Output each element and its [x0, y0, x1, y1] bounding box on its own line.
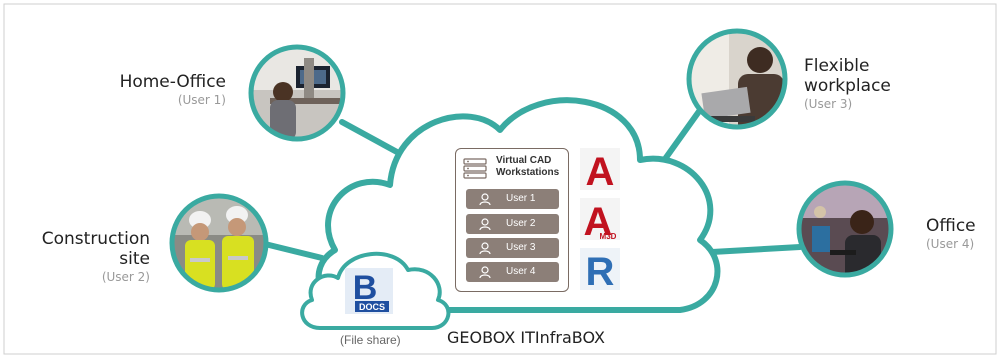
home-office-label: Home-Office (User 1)	[110, 72, 226, 108]
construction-label: Construction site (User 2)	[30, 229, 150, 285]
flexible-title-line2: workplace	[804, 76, 891, 96]
home-office-photo	[248, 44, 346, 142]
office-photo	[796, 180, 894, 278]
user-icon	[479, 242, 491, 255]
construction-user: (User 2)	[101, 270, 150, 284]
flexible-workplace-photo	[686, 28, 788, 130]
panel-title-line1: Virtual CAD	[496, 155, 552, 166]
revit-icon: R	[580, 248, 620, 290]
home-office-title: Home-Office	[119, 72, 226, 92]
panel-title-line2: Workstations	[496, 167, 560, 178]
construction-title-line1: Construction	[41, 229, 150, 249]
panel-title: Virtual CAD Workstations	[496, 155, 559, 179]
revit-letter: R	[586, 250, 615, 290]
virtual-cad-panel: Virtual CAD Workstations User 1 User 2 U…	[455, 148, 569, 292]
autocad-letter: A	[586, 150, 615, 190]
user-icon	[479, 193, 491, 206]
map3d-sub: M3D	[600, 232, 617, 240]
docs-letter: B	[353, 269, 378, 307]
docs-label: DOCS	[359, 302, 385, 312]
user-icon	[479, 266, 491, 279]
frame-border	[3, 3, 997, 355]
flexible-title-line1: Flexible	[804, 56, 870, 76]
home-office-user: (User 1)	[177, 93, 226, 107]
construction-title-line2: site	[119, 249, 150, 269]
geobox-label: GEOBOX ITInfraBOX	[447, 328, 606, 347]
autocad-map3d-icon: A M3D	[580, 198, 620, 240]
user-3-button[interactable]: User 3	[466, 238, 559, 258]
user-2-button[interactable]: User 2	[466, 214, 559, 234]
construction-photo	[169, 193, 269, 293]
map3d-letter: A	[584, 200, 613, 240]
server-icon	[463, 158, 487, 179]
flexible-label: Flexible workplace (User 3)	[804, 56, 924, 112]
user-1-button[interactable]: User 1	[466, 189, 559, 209]
user-1-label: User 1	[506, 193, 536, 204]
user-3-label: User 3	[506, 242, 536, 253]
user-icon	[479, 218, 491, 231]
office-title: Office	[926, 216, 976, 236]
user-2-label: User 2	[506, 218, 536, 229]
connector-construction	[262, 241, 325, 261]
office-user: (User 4)	[926, 237, 975, 251]
file-share-caption: (File share)	[340, 333, 401, 347]
flexible-user: (User 3)	[804, 97, 853, 111]
connector-office	[709, 244, 803, 255]
user-4-button[interactable]: User 4	[466, 262, 559, 282]
autocad-icon: A	[580, 148, 620, 190]
user-4-label: User 4	[506, 266, 536, 277]
docs-icon: B DOCS	[345, 268, 393, 314]
office-label: Office (User 4)	[926, 216, 996, 252]
